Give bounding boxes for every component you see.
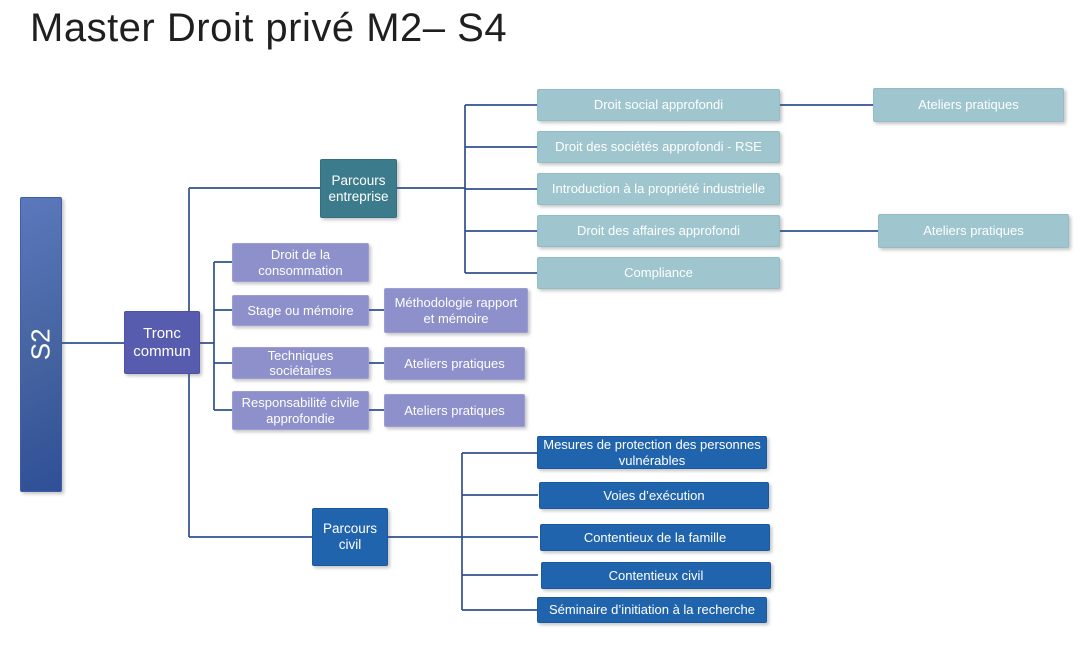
- node-ateliers-pratiques-affaires: Ateliers pratiques: [878, 214, 1069, 248]
- node-label: Droit social approfondi: [593, 97, 724, 113]
- node-parcours-entreprise-label: Parcours entreprise: [328, 172, 389, 204]
- node-contentieux-civil: Contentieux civil: [541, 562, 771, 589]
- node-droit-social-approfondi: Droit social approfondi: [537, 89, 780, 121]
- node-label: Compliance: [624, 265, 693, 281]
- node-tronc-commun: Tronc commun: [124, 311, 200, 374]
- node-label: Droit des affaires approfondi: [576, 223, 741, 239]
- page-title: Master Droit privé M2– S4: [30, 6, 508, 50]
- node-stage-ou-memoire: Stage ou mémoire: [232, 295, 369, 326]
- node-voies-execution: Voies d’exécution: [539, 482, 769, 509]
- node-introduction-propriete-industrielle: Introduction à la propriété industrielle: [537, 173, 780, 205]
- node-label: Mesures de protection des personnes vuln…: [543, 437, 761, 468]
- node-ateliers-pratiques-responsabilite: Ateliers pratiques: [384, 394, 525, 427]
- node-label: Droit des sociétés approfondi - RSE: [555, 139, 762, 155]
- node-label: Ateliers pratiques: [923, 223, 1024, 239]
- node-responsabilite-civile-approfondie: Responsabilité civile approfondie: [232, 391, 369, 430]
- node-droit-societes-approfondi-rse: Droit des sociétés approfondi - RSE: [537, 131, 780, 163]
- node-contentieux-famille: Contentieux de la famille: [540, 524, 770, 551]
- node-parcours-entreprise: Parcours entreprise: [320, 159, 397, 218]
- node-label: Voies d’exécution: [603, 487, 705, 503]
- node-ateliers-pratiques-social: Ateliers pratiques: [873, 88, 1064, 122]
- node-ateliers-pratiques-techniques: Ateliers pratiques: [384, 347, 525, 380]
- node-droit-affaires-approfondi: Droit des affaires approfondi: [537, 215, 780, 247]
- node-tronc-commun-label: Tronc commun: [133, 324, 191, 360]
- node-label: Ateliers pratiques: [404, 355, 505, 371]
- node-label: Droit de la consommation: [258, 247, 343, 278]
- node-droit-consommation: Droit de la consommation: [232, 243, 369, 282]
- node-label: Contentieux de la famille: [583, 529, 727, 545]
- node-label: Séminaire d’initiation à la recherche: [549, 602, 755, 618]
- node-s2: S2: [20, 197, 62, 492]
- node-label: Ateliers pratiques: [918, 97, 1019, 113]
- node-parcours-civil: Parcours civil: [312, 508, 388, 566]
- node-label: Stage ou mémoire: [247, 302, 354, 318]
- node-label: Contentieux civil: [608, 567, 704, 583]
- node-mesures-protection-personnes-vulnerables: Mesures de protection des personnes vuln…: [537, 436, 767, 469]
- node-label: Techniques sociétaires: [267, 347, 334, 378]
- node-label: Méthodologie rapport et mémoire: [394, 295, 518, 326]
- node-label: Responsabilité civile approfondie: [241, 395, 360, 426]
- node-seminaire-initiation-recherche: Séminaire d’initiation à la recherche: [537, 597, 767, 623]
- node-label: Introduction à la propriété industrielle: [551, 181, 766, 197]
- node-label: Ateliers pratiques: [404, 402, 505, 418]
- node-techniques-societaires: Techniques sociétaires: [232, 347, 369, 379]
- node-compliance: Compliance: [537, 257, 780, 289]
- node-methodologie-rapport-memoire: Méthodologie rapport et mémoire: [384, 288, 528, 333]
- node-parcours-civil-label: Parcours civil: [322, 521, 378, 552]
- node-s2-label: S2: [25, 328, 56, 361]
